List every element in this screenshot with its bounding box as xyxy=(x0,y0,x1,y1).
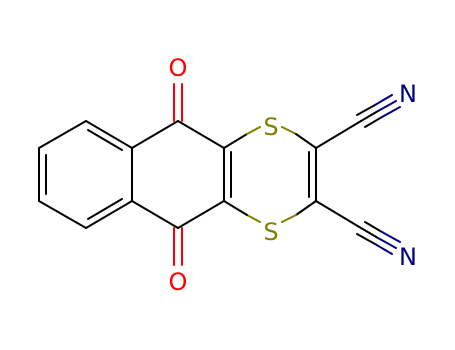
bond-s2-c12 xyxy=(281,214,297,223)
carbonyl-top: O xyxy=(169,54,188,122)
bond-triple-bottom-e xyxy=(356,233,376,245)
bond-triple-top-d xyxy=(377,100,397,112)
atom-oxygen-top: O xyxy=(169,54,188,82)
bond-inner-3 xyxy=(87,198,123,220)
bond-c4-c5 xyxy=(85,200,133,229)
atom-sulfur-top: S xyxy=(263,113,278,141)
bond-c7-c8 xyxy=(177,120,225,149)
bond-c5-c6 xyxy=(38,200,87,229)
bond-triple-bottom-a xyxy=(364,221,383,233)
bond-c8-s1 xyxy=(223,133,248,149)
benzene-ring xyxy=(38,120,133,229)
bond-triple-bottom-f xyxy=(374,243,393,255)
bond-triple-top-e xyxy=(364,116,383,128)
bond-c1-c2 xyxy=(38,120,87,149)
bond-c9-c10 xyxy=(177,200,225,229)
bond-c11-s1 xyxy=(295,133,317,149)
bond-triple-top-b xyxy=(374,94,393,106)
bond-c12-s2 xyxy=(295,200,317,216)
bond-triple-top-a xyxy=(356,104,376,116)
bond-c2-c3 xyxy=(85,120,133,149)
bond-triple-bottom-c xyxy=(360,227,379,239)
bond-s1-c8 xyxy=(246,126,261,135)
bond-c11-cn-top xyxy=(315,120,362,149)
nitrile-top: N xyxy=(315,80,417,149)
bond-triple-top-f xyxy=(381,106,401,118)
bond-inner-2 xyxy=(87,129,123,151)
bond-triple-bottom-b xyxy=(381,231,401,243)
carbonyl-bottom: O xyxy=(169,227,188,296)
atom-oxygen-bottom: O xyxy=(169,268,188,296)
bond-c10-c4 xyxy=(131,200,179,229)
nitrile-bottom: N xyxy=(315,200,417,271)
bond-s2-c9 xyxy=(246,214,261,223)
bond-triple-top-c xyxy=(360,110,379,122)
quinone-ring xyxy=(131,120,232,229)
bond-c3-c7 xyxy=(131,120,179,149)
bond-triple-bottom-d xyxy=(377,237,397,249)
atom-nitrogen-top: N xyxy=(399,80,417,108)
atom-sulfur-bottom: S xyxy=(263,218,278,246)
bond-c9-s2 xyxy=(223,200,248,216)
dithiine-ring: S S xyxy=(223,113,317,246)
bond-c12-cn-bottom xyxy=(315,200,362,229)
atom-nitrogen-bottom: N xyxy=(399,243,417,271)
bond-s1-c11 xyxy=(281,126,297,135)
